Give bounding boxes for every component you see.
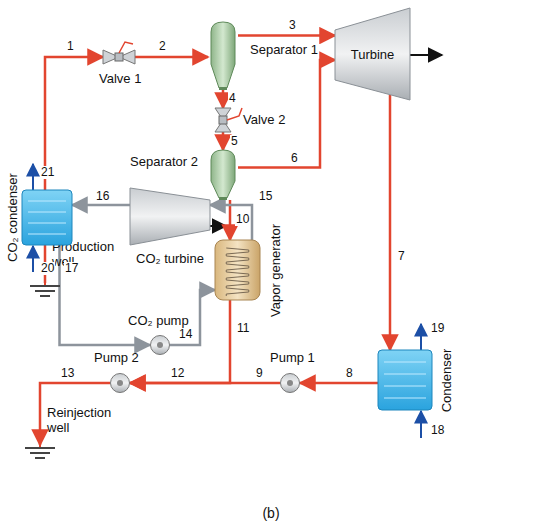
- brine-flow-line: [238, 60, 335, 168]
- stream-number: 7: [397, 250, 406, 263]
- stream-number: 9: [255, 367, 264, 380]
- pump: Pump 2: [110, 373, 130, 393]
- reinjection-well: Reinjection well: [25, 445, 55, 463]
- stream-number: 19: [430, 322, 445, 335]
- co2-condenser: CO₂ condenser: [22, 190, 72, 245]
- condenser: Condenser: [378, 350, 432, 410]
- shape-outline: [213, 108, 233, 132]
- stream-number: 15: [258, 190, 273, 203]
- component-label: Turbine: [351, 47, 395, 62]
- shape-outline: [110, 373, 130, 393]
- stream-number: 17: [64, 262, 79, 275]
- stream-number: 1: [66, 40, 75, 53]
- throttle-valve: Valve 2: [213, 108, 233, 132]
- shape-outline: [378, 350, 432, 410]
- flash-separator: Separator 2: [208, 150, 238, 200]
- stream-number: 5: [230, 135, 239, 148]
- component-label: Valve 2: [243, 112, 285, 127]
- co2-turbine: CO₂ turbine: [130, 188, 210, 245]
- shape-outline: [215, 240, 260, 300]
- stream-number: 4: [228, 92, 237, 105]
- shape-outline: [280, 373, 300, 393]
- component-label: CO₂ condenser: [5, 173, 20, 262]
- brine-flow-line: [130, 300, 230, 383]
- pump: Pump 1: [280, 373, 300, 393]
- steam-turbine: Turbine: [335, 8, 410, 100]
- cooling-water-outlet: [32, 164, 34, 190]
- component-label: Pump 2: [94, 350, 139, 365]
- component-label: Separator 2: [130, 154, 198, 169]
- stream-number: 11: [236, 322, 250, 335]
- stream-number: 6: [290, 152, 299, 165]
- brine-flow-line: [135, 56, 208, 59]
- shape-outline: [208, 150, 238, 200]
- component-label: Reinjection well: [47, 405, 131, 435]
- component-label: Condenser: [439, 348, 454, 412]
- component-label: CO₂ pump: [128, 313, 189, 328]
- stream-number: 21: [40, 166, 55, 179]
- vapor-generator: Vapor generator: [215, 240, 260, 300]
- shape-outline: [150, 335, 170, 355]
- shape-outline: [30, 283, 60, 301]
- shape-outline: [130, 188, 210, 245]
- cooling-water-inlet: [32, 246, 34, 272]
- stream-number: 14: [178, 328, 193, 341]
- co2-pump: CO₂ pump: [150, 335, 170, 355]
- stream-number: 16: [95, 190, 110, 203]
- throttle-valve: Valve 1: [103, 48, 135, 66]
- stream-number: 13: [60, 367, 75, 380]
- co2-flow-line: [72, 204, 130, 207]
- component-label: Vapor generator: [268, 224, 283, 317]
- brine-flow-line: [389, 95, 392, 350]
- stream-number: 2: [158, 40, 167, 53]
- stream-number: 10: [235, 213, 250, 226]
- brine-flow-line: [238, 34, 335, 37]
- brine-flow-line: [222, 132, 225, 150]
- component-label: Pump 1: [270, 350, 315, 365]
- co2-flow-line: [210, 205, 252, 240]
- shaft-output-arrow: [210, 225, 226, 227]
- brine-flow-line: [300, 382, 378, 385]
- production-well: Production well: [30, 283, 60, 301]
- shape-outline: [22, 190, 72, 245]
- component-label: CO₂ turbine: [136, 251, 204, 266]
- component-label: Separator 1: [250, 42, 318, 57]
- shaft-output-arrow: [410, 54, 442, 56]
- stream-number: 8: [345, 367, 354, 380]
- stream-number: 3: [288, 19, 297, 32]
- shape-outline: [208, 22, 238, 90]
- shape-outline: [25, 445, 55, 463]
- stream-number: 18: [430, 424, 445, 437]
- figure-caption: (b): [262, 505, 279, 521]
- flash-separator: Separator 1: [208, 22, 238, 90]
- cooling-water-inlet: [420, 411, 422, 438]
- brine-flow-line: [222, 90, 225, 108]
- cooling-water-outlet: [420, 324, 422, 350]
- component-label: Valve 1: [99, 71, 141, 86]
- stream-number: 20: [40, 262, 55, 275]
- stream-number: 12: [170, 367, 185, 380]
- shape-outline: [103, 48, 135, 66]
